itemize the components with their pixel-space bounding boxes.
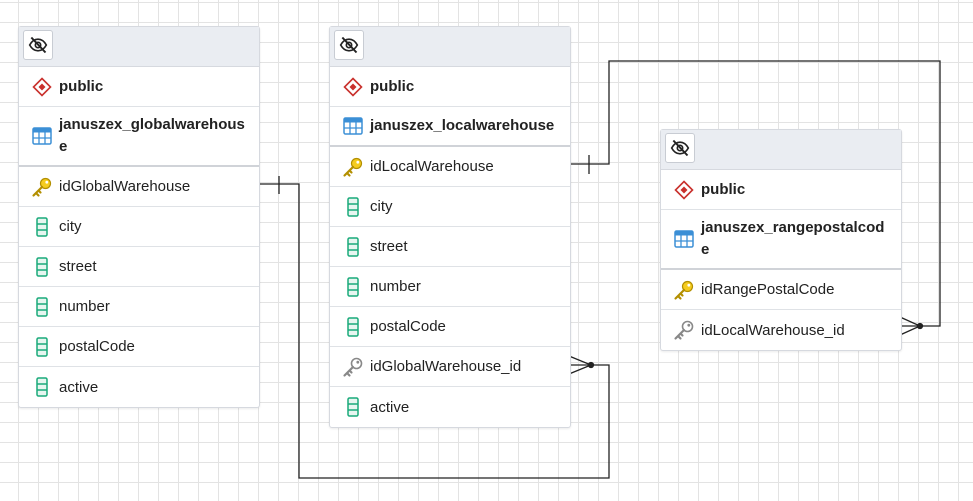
schema-row: public — [330, 67, 570, 107]
table-name-row: januszex_globalwarehous e — [19, 107, 259, 167]
table-header — [661, 130, 901, 170]
column-row[interactable]: postalCode — [19, 327, 259, 367]
column-icon — [31, 376, 53, 398]
column-icon — [342, 276, 364, 298]
table-icon — [31, 125, 53, 147]
schema-icon — [673, 179, 695, 201]
column-row-fk[interactable]: idGlobalWarehouse_id — [330, 347, 570, 387]
column-name: street — [370, 238, 408, 255]
column-icon — [31, 336, 53, 358]
column-name: idGlobalWarehouse — [59, 178, 191, 195]
table-name-line: e — [701, 241, 710, 258]
column-row[interactable]: number — [19, 287, 259, 327]
column-name: postalCode — [59, 338, 135, 355]
table-name-line: e — [59, 138, 68, 155]
primary-key-icon — [342, 156, 364, 178]
column-name: idRangePostalCode — [701, 281, 835, 298]
column-name: idLocalWarehouse — [370, 158, 494, 175]
column-name: idLocalWarehouse_id — [701, 321, 845, 339]
table-icon — [673, 228, 695, 250]
table-name-row: januszex_rangepostalcod e — [661, 210, 901, 270]
column-row-fk[interactable]: idLocalWarehouse_id — [661, 310, 901, 350]
column-row-pk[interactable]: idLocalWarehouse — [330, 147, 570, 187]
table-header — [330, 27, 570, 67]
table-name-line: januszex_globalwarehous — [59, 116, 245, 133]
table-name: januszex_globalwarehous e — [59, 114, 245, 158]
schema-icon — [342, 76, 364, 98]
table-icon — [342, 115, 364, 137]
schema-name: public — [701, 180, 746, 198]
schema-name: public — [370, 77, 415, 95]
table-name: januszex_localwarehouse — [370, 117, 555, 134]
hide-eye-icon[interactable] — [23, 30, 53, 60]
column-name: street — [59, 258, 97, 275]
hide-eye-icon[interactable] — [665, 133, 695, 163]
table-localwarehouse[interactable]: public januszex_localwarehouse idLocalWa… — [329, 26, 571, 428]
column-row[interactable]: number — [330, 267, 570, 307]
column-row-pk[interactable]: idRangePostalCode — [661, 270, 901, 310]
foreign-key-icon — [342, 356, 364, 378]
column-icon — [342, 236, 364, 258]
column-name: active — [59, 378, 99, 396]
table-header — [19, 27, 259, 67]
column-row[interactable]: active — [330, 387, 570, 427]
schema-row: public — [19, 67, 259, 107]
table-name-line: januszex_rangepostalcod — [701, 219, 885, 236]
column-row-pk[interactable]: idGlobalWarehouse — [19, 167, 259, 207]
primary-key-icon — [673, 279, 695, 301]
column-icon — [31, 296, 53, 318]
column-name: postalCode — [370, 318, 446, 335]
schema-row: public — [661, 170, 901, 210]
column-icon — [342, 316, 364, 338]
column-name: active — [370, 398, 410, 416]
column-name: number — [370, 278, 421, 295]
column-row[interactable]: city — [19, 207, 259, 247]
foreign-key-icon — [673, 319, 695, 341]
column-name: city — [370, 198, 393, 215]
hide-eye-icon[interactable] — [334, 30, 364, 60]
column-icon — [342, 196, 364, 218]
column-row[interactable]: city — [330, 187, 570, 227]
table-name: januszex_rangepostalcod e — [701, 217, 884, 261]
column-row[interactable]: postalCode — [330, 307, 570, 347]
column-name: idGlobalWarehouse_id — [370, 358, 522, 375]
column-icon — [342, 396, 364, 418]
column-icon — [31, 256, 53, 278]
primary-key-icon — [31, 176, 53, 198]
table-rangepostalcode[interactable]: public januszex_rangepostalcod e idRange… — [660, 129, 902, 351]
schema-icon — [31, 76, 53, 98]
column-name: number — [59, 298, 110, 315]
column-name: city — [59, 218, 82, 235]
schema-name: public — [59, 77, 104, 95]
table-globalwarehouse[interactable]: public januszex_globalwarehous e idGloba… — [18, 26, 260, 408]
column-row[interactable]: street — [19, 247, 259, 287]
column-icon — [31, 216, 53, 238]
column-row[interactable]: active — [19, 367, 259, 407]
table-name-row: januszex_localwarehouse — [330, 107, 570, 147]
column-row[interactable]: street — [330, 227, 570, 267]
